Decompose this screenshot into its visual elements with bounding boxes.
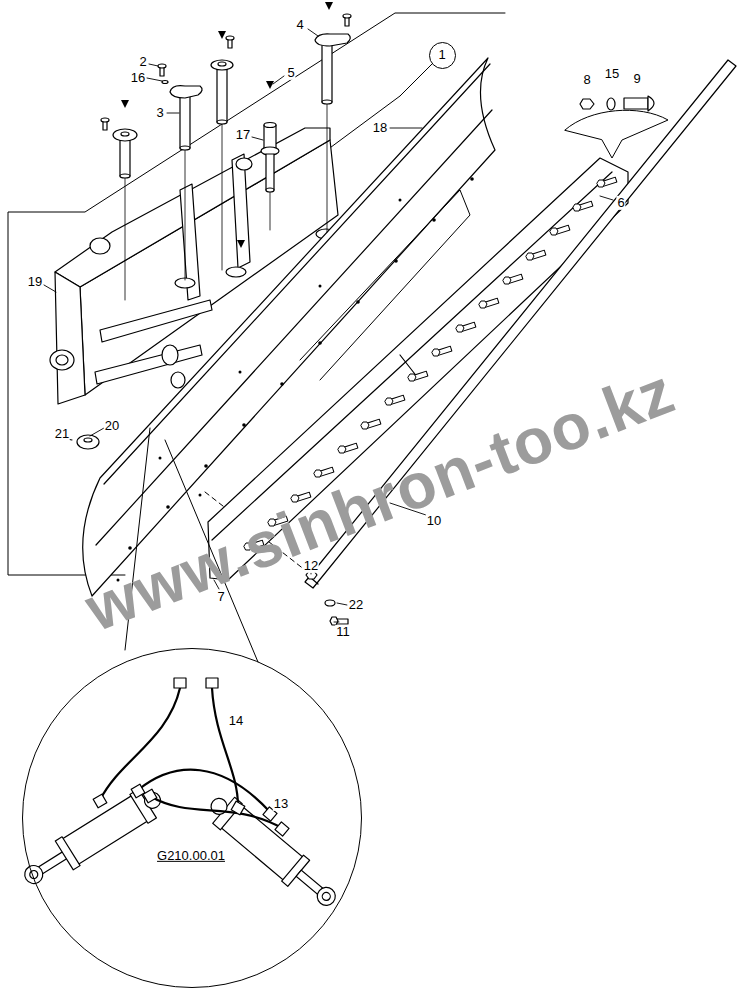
- watermark: www.sinhron-too.kz: [76, 355, 683, 644]
- pin-set: [101, 14, 351, 300]
- hydraulic-hose: [100, 688, 282, 828]
- callout-number: 8: [582, 73, 591, 87]
- callout-number: 13: [273, 797, 289, 811]
- callout-number: 20: [104, 419, 120, 433]
- leader-line: [400, 64, 432, 96]
- callout-number: 11: [335, 625, 351, 639]
- callout-number: 9: [632, 72, 641, 86]
- callout-number: 2: [138, 55, 147, 69]
- hose-fitting: [93, 678, 289, 836]
- callout-number: 6: [616, 196, 625, 210]
- callout-number: 19: [27, 275, 43, 289]
- callout-number: 14: [228, 714, 244, 728]
- callout-number: 21: [54, 427, 70, 441]
- callout-number: 17: [235, 128, 251, 142]
- detail-circle: 14 13G210.00.01: [22, 648, 362, 988]
- node-text: 1: [438, 48, 445, 62]
- fastener-set: [306, 571, 348, 625]
- detail-bubble: [565, 92, 668, 158]
- callout-number: 16: [130, 71, 146, 85]
- callout-number: 3: [155, 106, 164, 120]
- hydraulic-cylinder: [17, 782, 168, 894]
- callout-number: 4: [295, 18, 304, 32]
- drawing-number: G210.00.01: [156, 849, 226, 863]
- callout-number: 18: [372, 121, 388, 135]
- callout-circle: 1: [429, 42, 456, 69]
- callout-number: 15: [604, 67, 620, 81]
- assembly-arrow: [121, 2, 333, 248]
- callout-number: 22: [348, 598, 364, 612]
- callout-number: 5: [286, 66, 295, 80]
